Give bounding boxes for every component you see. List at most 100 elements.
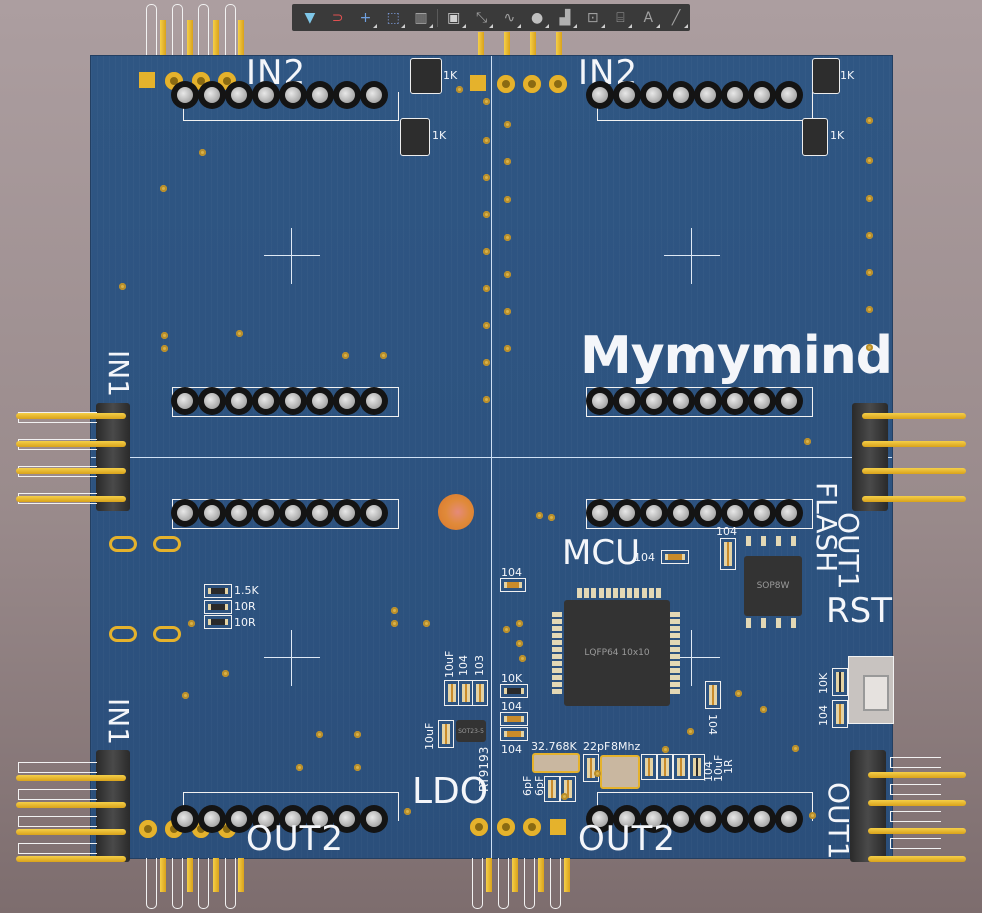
- header-in2-left-top: [171, 81, 388, 109]
- ldo-chip: SOT23-5: [456, 720, 486, 742]
- text-tool-button[interactable]: A: [634, 7, 662, 29]
- diff-pair-tool-button[interactable]: ∿: [495, 7, 523, 29]
- component-icon: ▣: [447, 9, 461, 26]
- label-c-6pf-a: 6pF: [521, 775, 534, 796]
- label-c-6pf-b: 6pF: [533, 775, 546, 796]
- room-tool-button[interactable]: ⌸: [607, 7, 635, 29]
- label-ldo: LDO: [412, 771, 489, 812]
- label-rn1: 1K: [443, 69, 458, 82]
- resistor: [204, 584, 232, 598]
- label-r-rst-10k: 10K: [817, 672, 830, 694]
- label-c-22pf: 22pF: [583, 740, 611, 753]
- header-right-lower-mid: [586, 499, 803, 527]
- board-center-line-horizontal: [91, 457, 892, 458]
- pad: [497, 818, 515, 836]
- diff-pair-icon: ∿: [503, 9, 516, 26]
- pad: [470, 818, 488, 836]
- brand-logo-text: Mymymind: [580, 326, 893, 386]
- capacitor: [500, 578, 526, 592]
- line-tool-button[interactable]: ╱: [662, 7, 690, 29]
- select-rect-tool-button[interactable]: ⬚: [379, 7, 407, 29]
- capacitor: [500, 712, 528, 726]
- label-r-1r: 1R: [722, 759, 735, 774]
- oval-pad: [109, 626, 137, 642]
- label-r-10r-a: 10R: [234, 600, 256, 613]
- component-tool-button[interactable]: ▣: [440, 7, 468, 29]
- resistor: [832, 668, 848, 696]
- mcu-pins-top: [577, 588, 661, 598]
- resistor-network: [802, 118, 828, 156]
- select-rect-icon: ⬚: [386, 9, 400, 26]
- capacitor: [500, 727, 528, 741]
- label-xtal-8m: 8Mhz: [611, 740, 641, 753]
- capacitor: [705, 681, 721, 709]
- align-tool-button[interactable]: ▥: [407, 7, 435, 29]
- label-r-10r-b: 10R: [234, 616, 256, 629]
- label-c-104-a: 104: [501, 566, 522, 579]
- label-r-103: 103: [473, 655, 486, 676]
- polygon-icon: ▟: [559, 9, 571, 26]
- text-icon: A: [643, 9, 654, 26]
- capacitor: [438, 720, 454, 748]
- route-tool-button[interactable]: ⤡: [468, 7, 496, 29]
- capacitor: [832, 700, 848, 728]
- resistor: [689, 754, 705, 780]
- pad: [523, 818, 541, 836]
- label-mcu: MCU: [562, 533, 640, 573]
- label-c-104-ldo: 104: [457, 655, 470, 676]
- pcb-toolbar: ▼⊃ + ⬚ ▥ ▣ ⤡ ∿ ● ▟ ⊡⌸ A ╱: [292, 4, 690, 31]
- reset-tact-switch: [848, 656, 894, 724]
- label-r-10k: 10K: [501, 672, 523, 685]
- label-out2-left: OUT2: [246, 819, 345, 859]
- label-c-10uf-a: 10uF: [443, 650, 456, 678]
- label-flash: FLASH: [810, 482, 843, 573]
- dimension-tool-button[interactable]: ⊡: [579, 7, 607, 29]
- pad: [549, 75, 567, 93]
- oval-pad: [109, 536, 137, 552]
- label-c-104-right: 104: [706, 714, 719, 735]
- crosshair-icon: +: [359, 9, 372, 26]
- resistor: [472, 680, 488, 706]
- pad: [550, 819, 566, 835]
- capacitor: [544, 776, 560, 802]
- magnet-snap-tool-button[interactable]: ⊃: [324, 7, 352, 29]
- resistor: [500, 684, 528, 698]
- resistor: [204, 600, 232, 614]
- pad: [139, 820, 157, 838]
- label-c-rst-104: 104: [817, 705, 830, 726]
- label-rn4: 1K: [830, 129, 845, 142]
- pad: [139, 72, 155, 88]
- label-c-104-b: 104: [501, 700, 522, 713]
- via-tool-button[interactable]: ●: [523, 7, 551, 29]
- filter-tool-button[interactable]: ▼: [296, 7, 324, 29]
- crosshair-tool-button[interactable]: +: [352, 7, 380, 29]
- label-c-104-c: 104: [501, 743, 522, 756]
- mcu-pins-left: [552, 612, 562, 694]
- polygon-tool-button[interactable]: ▟: [551, 7, 579, 29]
- mcu-pins-right: [670, 612, 680, 694]
- label-rn3: 1K: [840, 69, 855, 82]
- flash-chip: SOP8W: [744, 556, 802, 616]
- via-icon: ●: [531, 9, 544, 26]
- fiducial-top-right: [664, 228, 720, 284]
- header-left-lower-mid: [171, 499, 388, 527]
- label-c-10uf-b: 10uF: [423, 722, 436, 750]
- label-out2-right: OUT2: [578, 819, 677, 859]
- oval-pad: [153, 626, 181, 642]
- header-out2-right: [586, 805, 803, 833]
- capacitor: [641, 754, 657, 780]
- mcu-chip: LQFP64 10x10: [564, 600, 670, 706]
- header-in2-right-top: [586, 81, 803, 109]
- resistor-network: [400, 118, 430, 156]
- crystal-32k: [532, 753, 580, 773]
- pad: [497, 75, 515, 93]
- pad: [523, 75, 541, 93]
- resistor-network: [812, 58, 840, 94]
- oval-pad: [153, 536, 181, 552]
- header-right-upper-mid: [586, 387, 803, 415]
- route-icon: ⤡: [475, 9, 488, 26]
- label-c-flash: 104: [716, 525, 737, 538]
- capacitor: [720, 538, 736, 570]
- fiducial-top-left: [264, 228, 320, 284]
- flash-pins-bottom: [746, 618, 796, 628]
